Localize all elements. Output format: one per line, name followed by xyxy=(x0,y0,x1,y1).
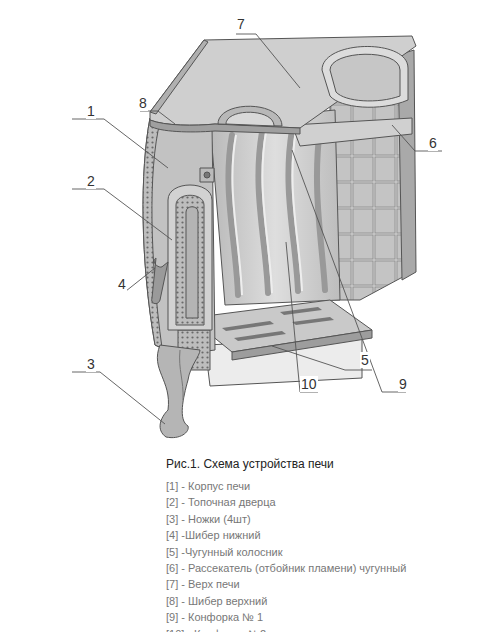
legend-line: [4] -Шибер нижний xyxy=(166,528,261,542)
callout-number: 2 xyxy=(86,173,96,189)
callout-number: 7 xyxy=(236,16,246,32)
callout-number: 3 xyxy=(86,356,96,372)
callout-number: 1 xyxy=(86,103,96,119)
legend-line: [6] - Рассекатель (отбойник пламени) чуг… xyxy=(166,561,406,575)
figure-caption: Рис.1. Схема устройства печи xyxy=(166,457,334,472)
legend-line: [7] - Верх печи xyxy=(166,577,240,591)
callout-number: 6 xyxy=(428,135,438,151)
callout-number: 8 xyxy=(138,95,148,111)
callout-number: 10 xyxy=(300,376,318,392)
legend-line: [2] - Топочная дверца xyxy=(166,495,276,509)
legend-line: [5] -Чугунный колосник xyxy=(166,545,283,559)
legend-line: [9] - Конфорка № 1 xyxy=(166,610,263,624)
callout-number: 5 xyxy=(360,352,370,368)
legend-line: [8] - Шибер верхний xyxy=(166,594,267,608)
callout-number: 9 xyxy=(398,376,408,392)
legend-line: [10] - Конфорка №2 xyxy=(166,627,266,632)
legend-line: [1] - Корпус печи xyxy=(166,479,250,493)
callout-number: 4 xyxy=(117,276,127,292)
legend-line: [3] - Ножки (4шт) xyxy=(166,512,251,526)
